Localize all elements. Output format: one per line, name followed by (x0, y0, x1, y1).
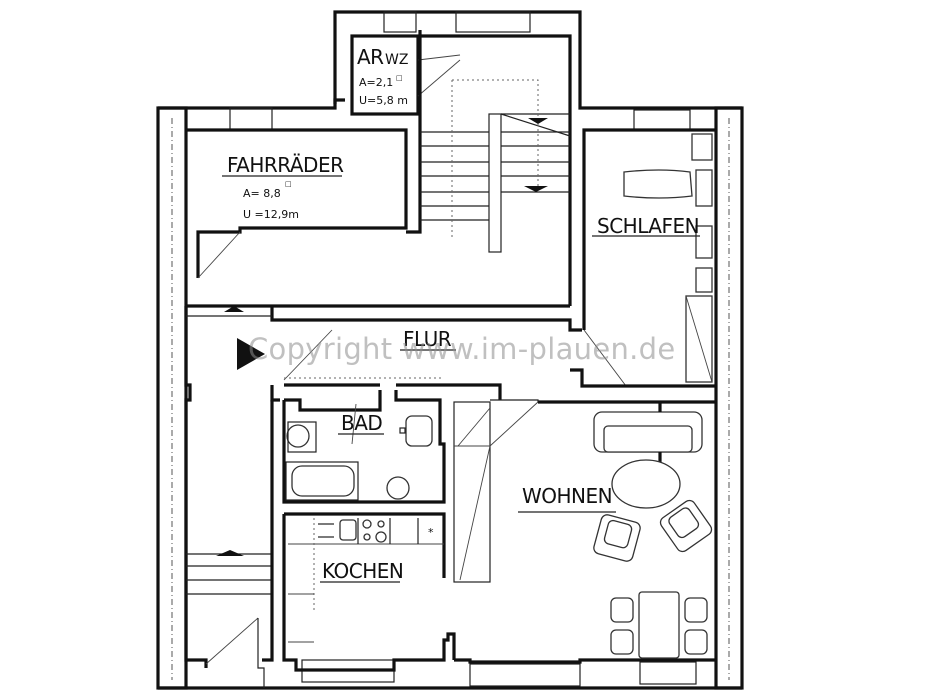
entrance-arrow-icon (237, 338, 265, 370)
svg-text:*: * (428, 526, 434, 539)
room-fahrraeder (186, 128, 408, 279)
label-fahrraeder: FAHRRÄDER (227, 153, 344, 177)
stairwell (186, 30, 572, 308)
room-wohnen (454, 399, 716, 664)
perimeter-fahrraeder: U =12,9m (243, 208, 299, 221)
area-fahrraeder: A= 8,8 (243, 187, 281, 200)
area-ar: A=2,1 (359, 76, 393, 89)
labels: AR WZ A=2,1 □ U=5,8 m FAHRRÄDER A= 8,8 □… (222, 45, 700, 583)
label-schlafen: SCHLAFEN (597, 214, 699, 238)
label-bad: BAD (341, 411, 382, 435)
exterior-walls (156, 10, 744, 690)
label-ar: AR (357, 45, 384, 69)
room-schlafen (582, 128, 716, 388)
label-wohnen: WOHNEN (522, 484, 612, 508)
room-flur (283, 318, 627, 400)
room-bad (282, 390, 446, 504)
perimeter-ar: U=5,8 m (359, 94, 408, 107)
area-unit-ar: □ (396, 74, 403, 82)
area-unit-fahrraeder: □ (285, 180, 292, 188)
label-kochen: KOCHEN (322, 559, 403, 583)
room-kochen: * (282, 512, 456, 672)
label-flur: FLUR (403, 327, 452, 351)
label-wz: WZ (385, 52, 408, 68)
shaft (453, 401, 539, 583)
corridor-left (184, 306, 284, 688)
copyright-watermark: Copyright www.im-plauen.de (248, 332, 676, 366)
room-ar-wz (350, 34, 461, 116)
